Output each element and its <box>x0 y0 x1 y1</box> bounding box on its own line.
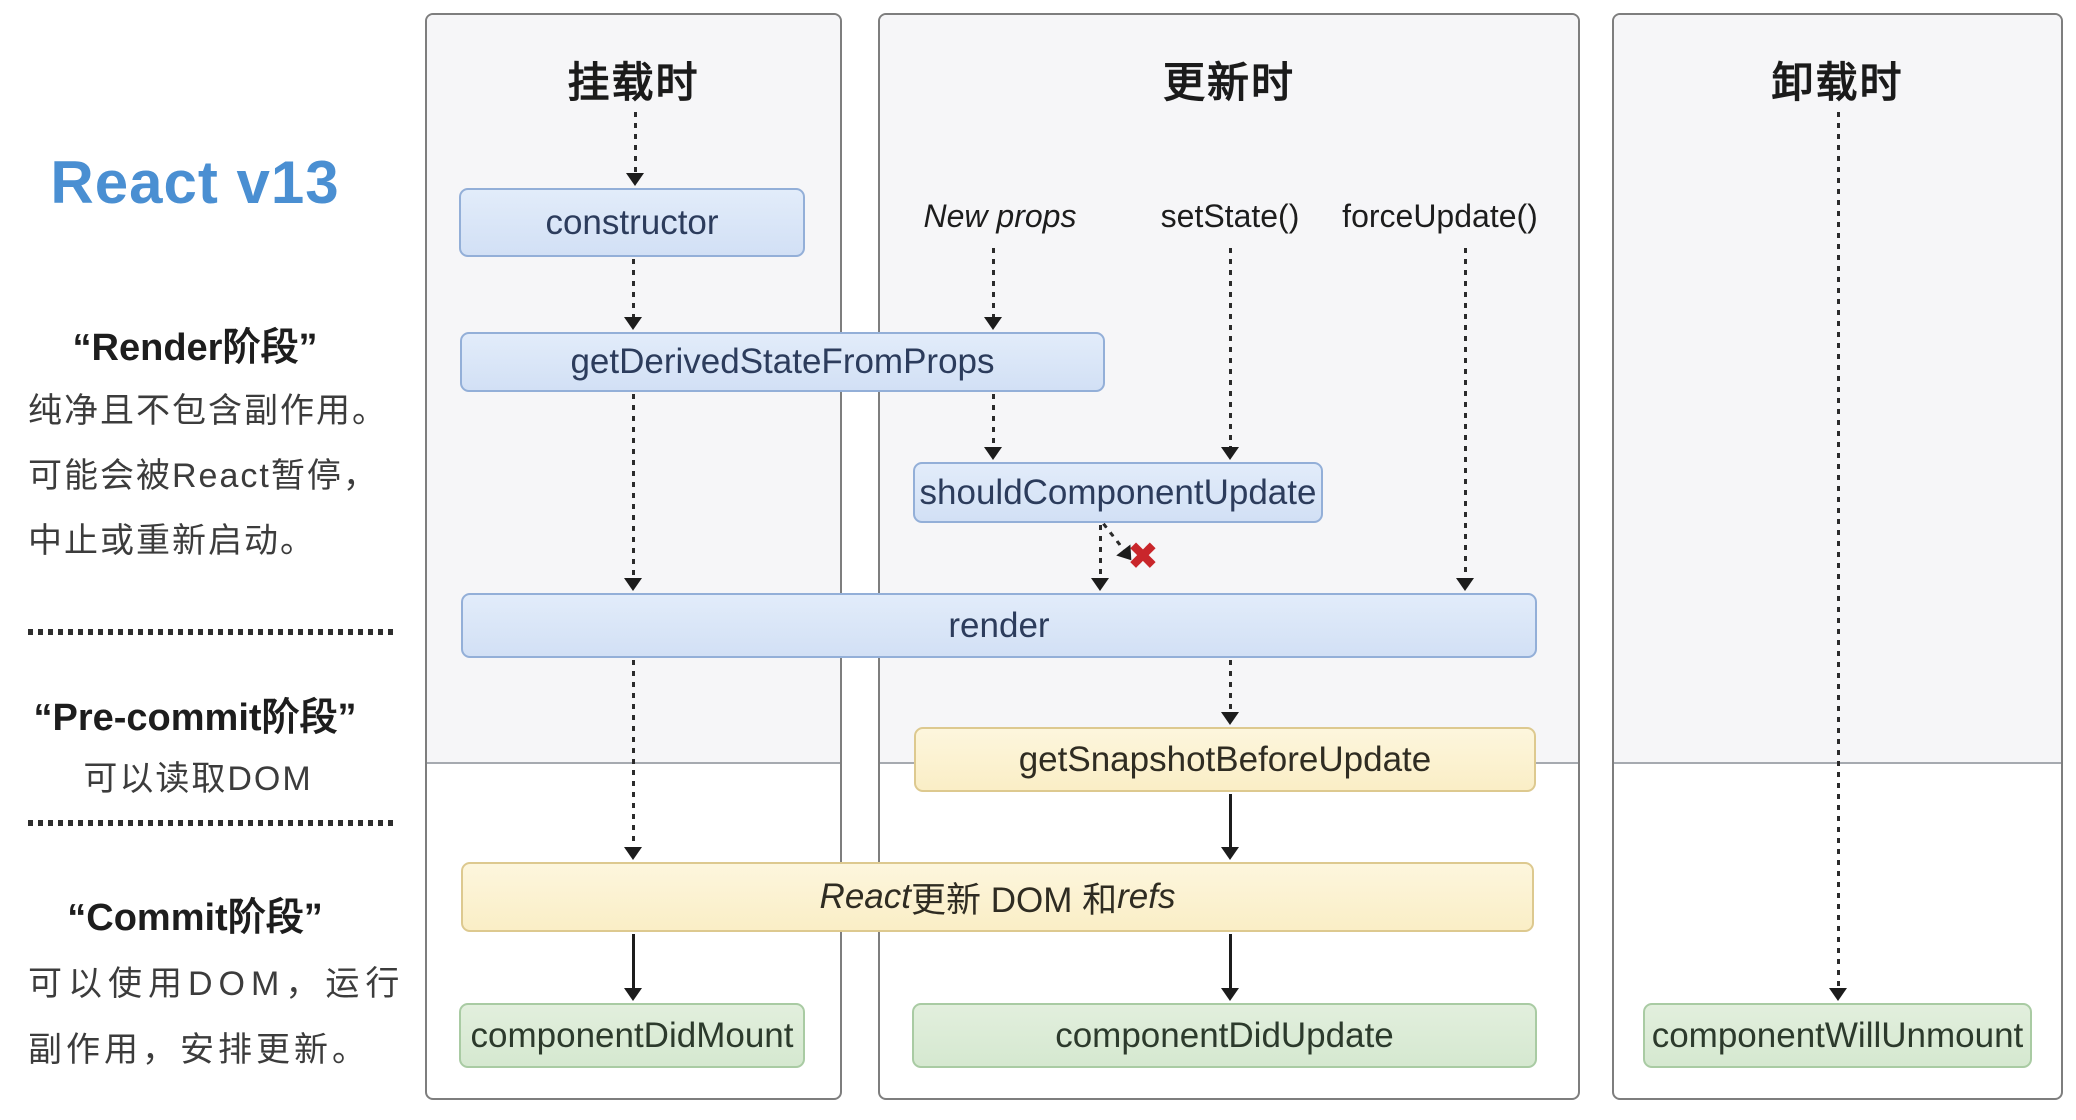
arrow-setstate-to-shouldupdate <box>1221 248 1239 460</box>
shouldcomponentupdate-box: shouldComponentUpdate <box>913 462 1323 523</box>
arrow-unmount-to-willunmount <box>1829 112 1847 1001</box>
precommit-phase-line-1: 可以读取DOM <box>83 760 313 798</box>
arrow-getsnapshot-to-reactupdates <box>1221 794 1239 860</box>
commit-phase-title: “Commit阶段” <box>67 897 323 939</box>
arrow-getderived-to-render <box>624 394 642 591</box>
getsnapshotbeforeupdate-box: getSnapshotBeforeUpdate <box>914 727 1536 792</box>
phase-divider-bottom <box>28 820 396 826</box>
getderivedstatefromprops-box: getDerivedStateFromProps <box>460 332 1105 392</box>
componentdidupdate-box: componentDidUpdate <box>912 1003 1537 1068</box>
react-updates-dom-react: React <box>819 877 911 916</box>
mount-column-header: 挂载时 <box>567 59 700 106</box>
arrow-render-to-reactupdates-mount <box>624 660 642 860</box>
arrow-reactupdates-to-didupdate <box>1221 934 1239 1001</box>
react-updates-dom-refs: refs <box>1117 877 1176 916</box>
render-phase-line-1: 纯净且不包含副作用。 <box>28 392 388 430</box>
arrow-shouldupdate-to-render <box>1091 525 1109 591</box>
render-phase-line-3: 中止或重新启动。 <box>28 522 316 560</box>
componentdidmount-box: componentDidMount <box>459 1003 805 1068</box>
arrow-render-to-getsnapshot <box>1221 660 1239 725</box>
arrow-getderived-to-shouldupdate <box>984 394 1002 460</box>
arrow-mount-to-constructor <box>626 112 644 186</box>
new-props-label: New props <box>923 198 1077 234</box>
commit-phase-line-2: 副作用，安排更新。 <box>28 1031 370 1069</box>
unmount-column-header: 卸载时 <box>1771 59 1904 106</box>
no-update-x-icon: ✖ <box>1127 536 1159 578</box>
precommit-phase-title: “Pre-commit阶段” <box>33 697 357 739</box>
commit-phase-line-1: 可以使用DOM，运行 <box>28 965 406 1003</box>
react-updates-dom-middle: 更新 DOM 和 <box>910 880 1118 920</box>
arrow-constructor-to-getderived <box>624 259 642 330</box>
forceupdate-label: forceUpdate() <box>1342 198 1538 234</box>
render-phase-title: “Render阶段” <box>72 327 318 369</box>
arrow-newprops-to-getderived <box>984 248 1002 330</box>
constructor-box: constructor <box>459 188 805 257</box>
arrow-reactupdates-to-didmount <box>624 934 642 1001</box>
componentwillunmount-box: componentWillUnmount <box>1643 1003 2032 1068</box>
react-updates-dom-box: React 更新 DOM 和 refs <box>461 862 1534 932</box>
render-box: render <box>461 593 1537 658</box>
phase-divider-top <box>28 629 396 635</box>
react-version-label: React v13 <box>50 149 340 216</box>
arrow-forceupdate-to-render <box>1456 248 1474 591</box>
setstate-label: setState() <box>1160 198 1300 234</box>
update-column-header: 更新时 <box>1162 59 1295 106</box>
render-phase-line-2: 可能会被React暂停， <box>28 457 379 495</box>
